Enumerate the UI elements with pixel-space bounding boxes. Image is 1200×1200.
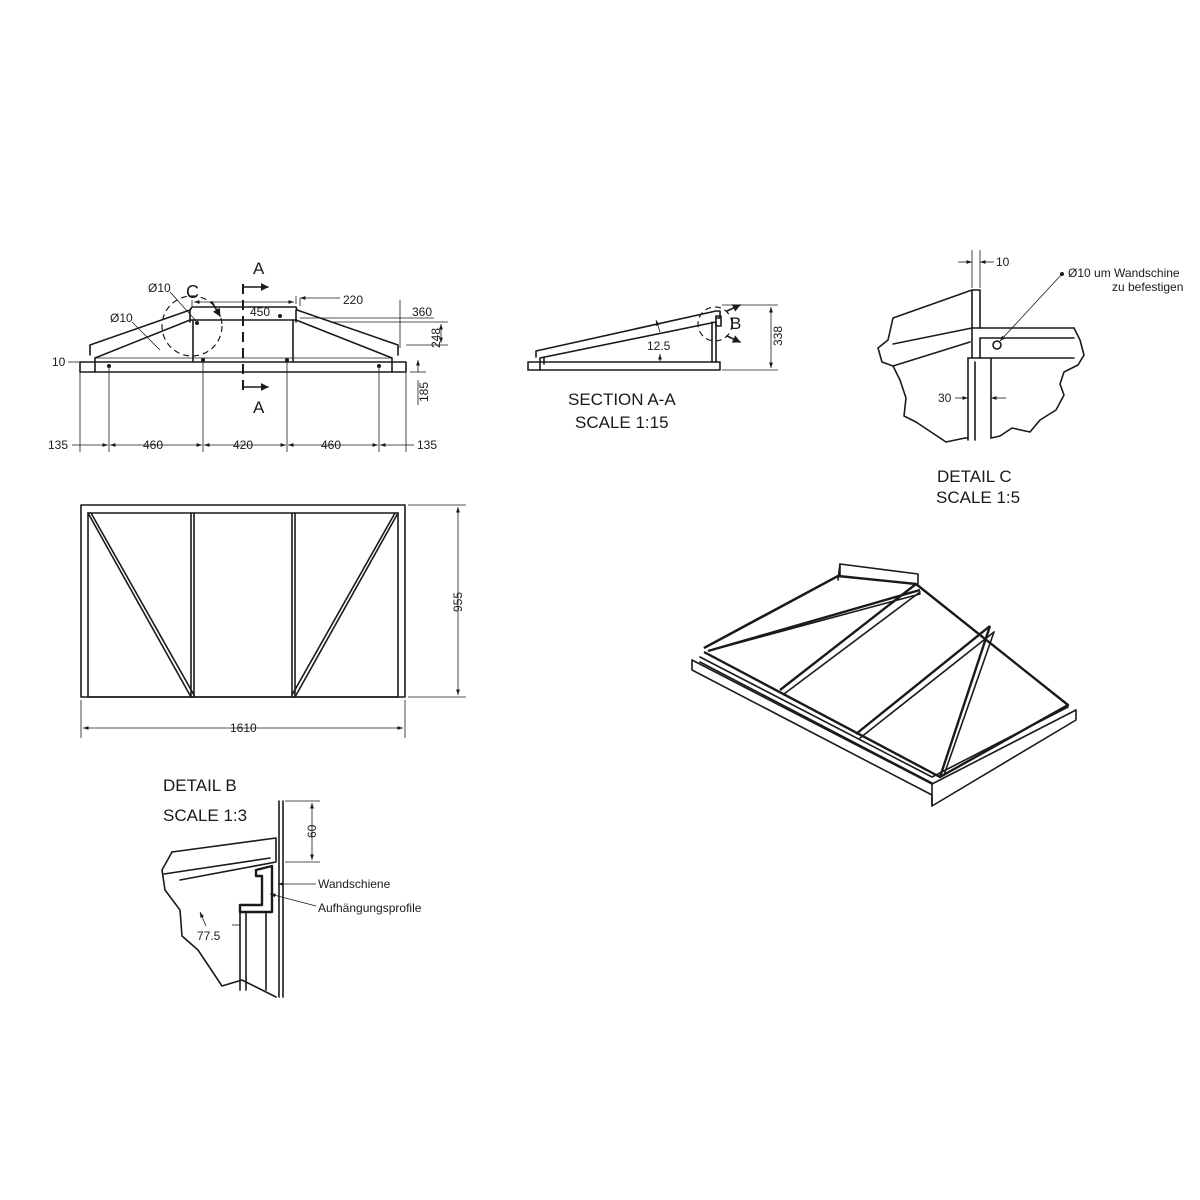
section-marker-bottom: A bbox=[253, 398, 265, 417]
detail-b-view: DETAIL B SCALE 1:3 60 77.5 Wandschiene A… bbox=[161, 776, 422, 998]
detail-b-scale: SCALE 1:3 bbox=[163, 806, 247, 825]
detail-c-scale: SCALE 1:5 bbox=[936, 488, 1020, 507]
detail-c-note-2: zu befestigen bbox=[1112, 280, 1183, 294]
dim-12-5: 12.5 bbox=[647, 339, 671, 353]
dim-460-left: 460 bbox=[143, 438, 163, 452]
plan-view: 1610 955 bbox=[80, 504, 466, 738]
detail-c-dim-30: 30 bbox=[938, 391, 952, 405]
detail-c-dim-10: 10 bbox=[996, 255, 1010, 269]
dim-460-right: 460 bbox=[321, 438, 341, 452]
section-base bbox=[527, 361, 721, 371]
section-scale: SCALE 1:15 bbox=[575, 413, 669, 432]
front-roof-outline bbox=[89, 306, 399, 356]
hole-label-top: Ø10 bbox=[148, 281, 171, 295]
dim-220: 220 bbox=[343, 293, 363, 307]
dim-135-right: 135 bbox=[417, 438, 437, 452]
dim-185: 185 bbox=[417, 382, 431, 402]
detail-c-circle bbox=[161, 295, 223, 357]
detail-b-dim-60: 60 bbox=[305, 824, 319, 838]
section-title: SECTION A-A bbox=[568, 390, 676, 409]
dim-450: 450 bbox=[250, 305, 270, 319]
section-view: B 12.5 338 SECTION A-A SCALE 1:15 bbox=[527, 304, 785, 432]
detail-b-circle bbox=[697, 306, 733, 342]
plan-width: 1610 bbox=[230, 721, 257, 735]
front-view: C Ø10 Ø10 A A 450 220 360 248 185 bbox=[48, 259, 448, 452]
dim-420: 420 bbox=[233, 438, 253, 452]
detail-b-title: DETAIL B bbox=[163, 776, 237, 795]
section-marker-top: A bbox=[253, 259, 265, 278]
detail-b-dim-77-5: 77.5 bbox=[197, 929, 221, 943]
detail-c-view: 10 30 Ø10 um Wandschine zu befestigen DE… bbox=[877, 250, 1183, 507]
dim-338: 338 bbox=[771, 326, 785, 346]
dim-10-left: 10 bbox=[52, 355, 66, 369]
dim-248: 248 bbox=[429, 328, 443, 348]
plan-outline bbox=[80, 504, 406, 698]
dim-135-left: 135 bbox=[48, 438, 68, 452]
detail-c-note-1: Ø10 um Wandschine bbox=[1068, 266, 1180, 280]
label-wandschiene: Wandschiene bbox=[318, 877, 391, 891]
isometric-view bbox=[691, 563, 1077, 807]
detail-b-marker: B bbox=[730, 314, 741, 333]
label-aufhaengungsprofile: Aufhängungsprofile bbox=[318, 901, 422, 915]
hole-label-left: Ø10 bbox=[110, 311, 133, 325]
plan-depth: 955 bbox=[451, 592, 465, 612]
dim-360: 360 bbox=[412, 305, 432, 319]
detail-c-marker: C bbox=[186, 282, 200, 302]
detail-c-title: DETAIL C bbox=[937, 467, 1012, 486]
